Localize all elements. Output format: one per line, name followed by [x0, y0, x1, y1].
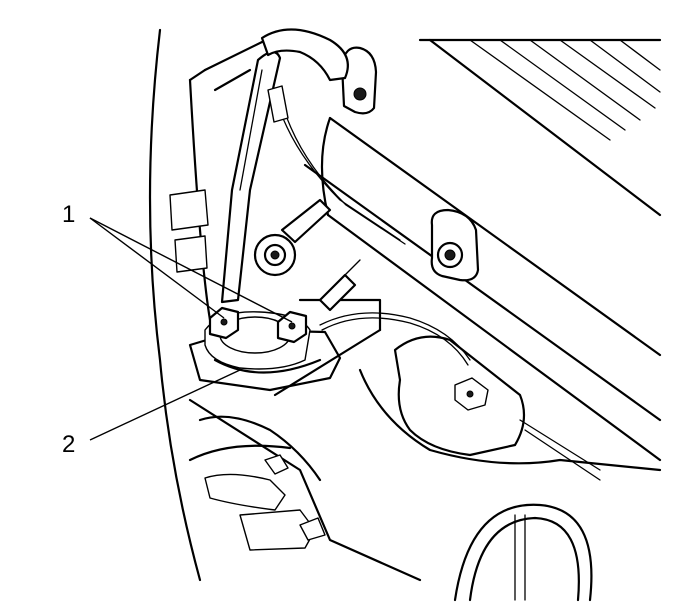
valve-cover-bolt [430, 208, 480, 282]
flange-nut-right [276, 310, 308, 344]
pulley [453, 503, 593, 602]
sensor-wire [267, 85, 406, 245]
callout-label-2: 2 [62, 431, 75, 458]
callout-1-leaders [89, 217, 293, 323]
exhaust-flange [188, 311, 342, 392]
oxygen-sensor [253, 198, 332, 277]
wiring-clip [340, 46, 378, 115]
pipe-fitting [318, 259, 361, 312]
flange-nut-left [208, 306, 240, 340]
callout-2-leader [89, 369, 241, 441]
crossmember [188, 398, 422, 582]
left-bracket [148, 28, 264, 582]
callout-label-1: 1 [62, 201, 75, 228]
block-contour [358, 368, 662, 472]
harness-wire [319, 312, 471, 366]
valve-cover [303, 38, 662, 462]
coolant-hose [220, 28, 349, 304]
mount-bracket [393, 335, 601, 481]
